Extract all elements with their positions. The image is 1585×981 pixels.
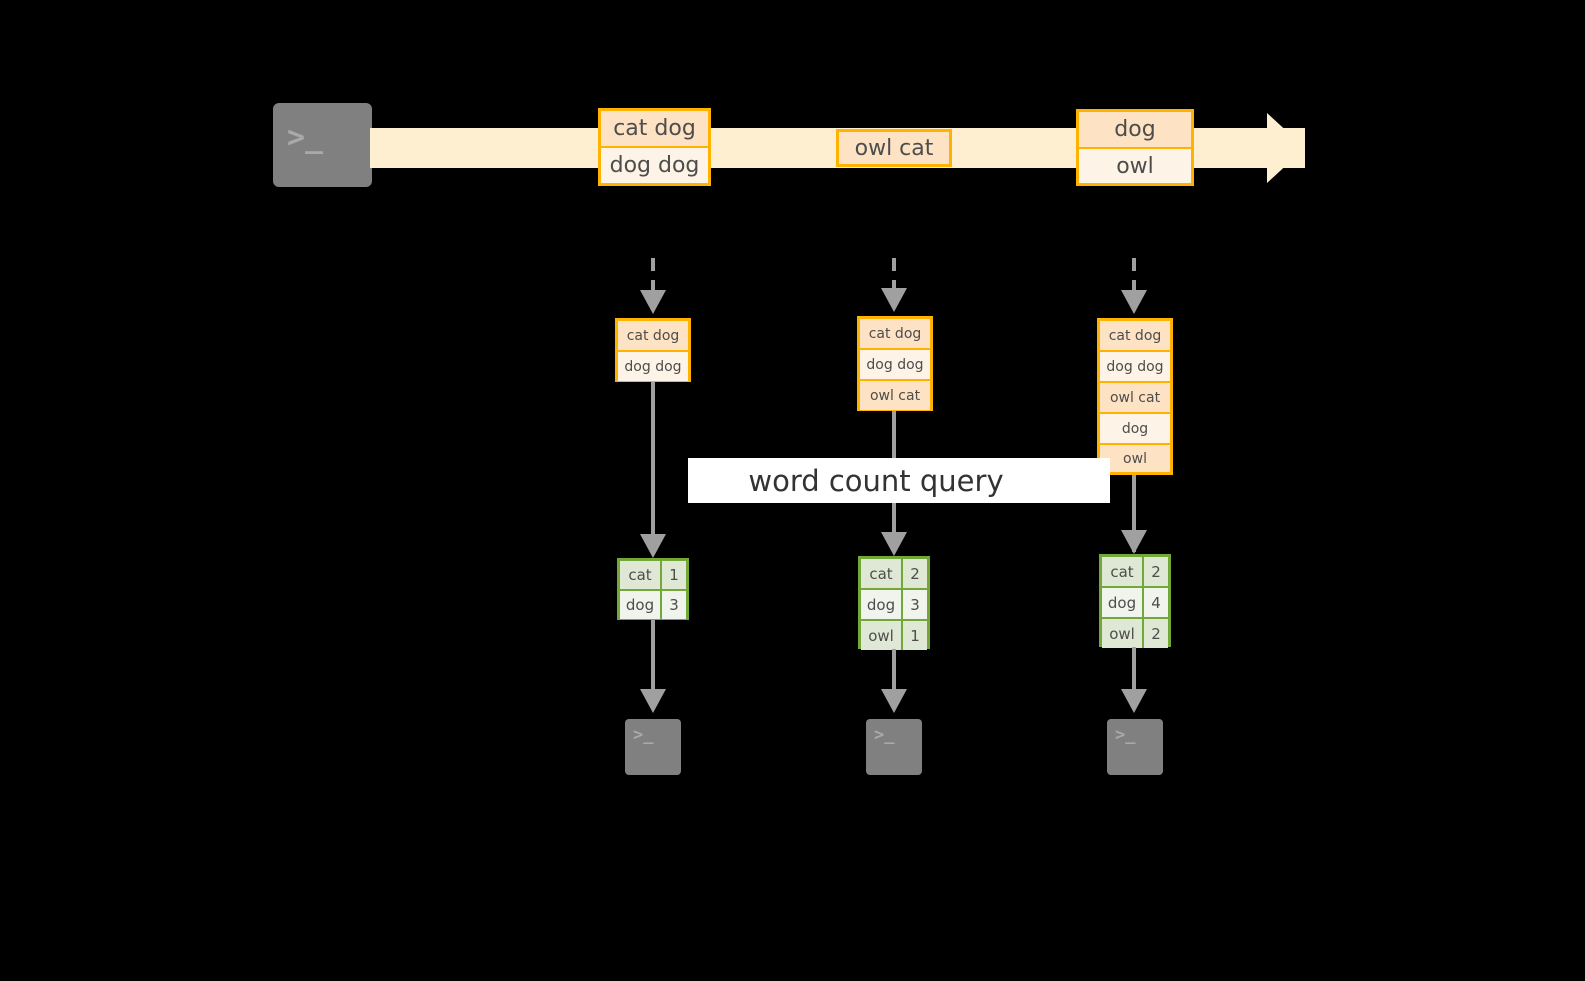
terminal-prompt-glyph: >_ bbox=[874, 725, 895, 745]
input-row: dog dog bbox=[618, 352, 688, 381]
trigger-3-sink-connector bbox=[1132, 647, 1136, 692]
input-row: cat dog bbox=[618, 321, 688, 352]
result-count-cell: 3 bbox=[662, 591, 686, 619]
trigger-3-result-table: cat 2 dog 4 owl 2 bbox=[1099, 554, 1171, 648]
query-banner-label: word count query bbox=[748, 463, 1004, 498]
stream-record: dog bbox=[1079, 112, 1191, 149]
input-row: owl cat bbox=[1100, 383, 1170, 414]
result-word-cell: dog bbox=[620, 591, 662, 619]
result-count-cell: 2 bbox=[903, 559, 927, 588]
input-row: owl bbox=[1100, 445, 1170, 472]
terminal-screen: >_ bbox=[1107, 719, 1163, 775]
trigger-3-input-arrowhead-icon bbox=[1121, 290, 1147, 314]
stream-record: owl bbox=[1079, 149, 1191, 183]
result-row: dog 4 bbox=[1102, 588, 1168, 619]
trigger-3-query-connector bbox=[1132, 475, 1136, 552]
result-count-cell: 3 bbox=[903, 590, 927, 619]
trigger-2-input-arrowhead-icon bbox=[881, 288, 907, 312]
trigger-3-input-connector bbox=[1132, 258, 1136, 300]
trigger-1-input-connector bbox=[651, 258, 655, 300]
stream-arrowhead-icon bbox=[1267, 113, 1305, 183]
trigger-2-query-arrowhead-icon bbox=[881, 532, 907, 556]
trigger-1-result-table: cat 1 dog 3 bbox=[617, 558, 689, 620]
trigger-1-sink-connector bbox=[651, 620, 655, 692]
input-row: dog bbox=[1100, 414, 1170, 445]
terminal-screen: >_ bbox=[273, 103, 372, 187]
result-count-cell: 2 bbox=[1144, 619, 1168, 648]
result-word-cell: dog bbox=[1102, 588, 1144, 617]
trigger-3-query-arrowhead-icon bbox=[1121, 530, 1147, 554]
stream-record: cat dog bbox=[601, 111, 708, 148]
trigger-1-input-arrowhead-icon bbox=[640, 290, 666, 314]
input-row: dog dog bbox=[1100, 352, 1170, 383]
trigger-1-sink-arrowhead-icon bbox=[640, 689, 666, 713]
terminal-screen: >_ bbox=[625, 719, 681, 775]
query-banner: word count query bbox=[688, 458, 1110, 503]
result-count-cell: 1 bbox=[903, 621, 927, 650]
result-row: dog 3 bbox=[861, 590, 927, 621]
trigger-1-query-arrowhead-icon bbox=[640, 534, 666, 558]
input-row: cat dog bbox=[1100, 321, 1170, 352]
input-row: owl cat bbox=[860, 381, 930, 410]
result-row: cat 2 bbox=[1102, 557, 1168, 588]
trigger-2-sink-terminal-icon: >_ bbox=[860, 713, 928, 781]
trigger-1-input-table: cat dog dog dog bbox=[615, 318, 691, 382]
input-row: cat dog bbox=[860, 319, 930, 350]
trigger-2-input-connector bbox=[892, 258, 896, 300]
trigger-1-sink-terminal-icon: >_ bbox=[619, 713, 687, 781]
stream-batch-3: dog owl bbox=[1076, 109, 1194, 186]
result-row: owl 1 bbox=[861, 621, 927, 650]
trigger-3-sink-arrowhead-icon bbox=[1121, 689, 1147, 713]
stream-record: dog dog bbox=[601, 148, 708, 183]
terminal-prompt-glyph: >_ bbox=[633, 725, 654, 745]
result-word-cell: cat bbox=[1102, 557, 1144, 586]
result-word-cell: dog bbox=[861, 590, 903, 619]
trigger-3-sink-terminal-icon: >_ bbox=[1101, 713, 1169, 781]
trigger-2-result-table: cat 2 dog 3 owl 1 bbox=[858, 556, 930, 650]
result-word-cell: owl bbox=[1102, 619, 1144, 648]
result-count-cell: 4 bbox=[1144, 588, 1168, 617]
terminal-prompt-glyph: >_ bbox=[287, 120, 324, 155]
result-count-cell: 2 bbox=[1144, 557, 1168, 586]
result-word-cell: cat bbox=[861, 559, 903, 588]
result-row: cat 2 bbox=[861, 559, 927, 590]
stream-record: owl cat bbox=[839, 132, 949, 164]
trigger-2-sink-arrowhead-icon bbox=[881, 689, 907, 713]
terminal-screen: >_ bbox=[866, 719, 922, 775]
result-word-cell: cat bbox=[620, 561, 662, 589]
trigger-2-sink-connector bbox=[892, 649, 896, 692]
result-row: owl 2 bbox=[1102, 619, 1168, 648]
stream-batch-2: owl cat bbox=[836, 129, 952, 167]
result-row: cat 1 bbox=[620, 561, 686, 591]
trigger-2-input-table: cat dog dog dog owl cat bbox=[857, 316, 933, 411]
trigger-3-input-table: cat dog dog dog owl cat dog owl bbox=[1097, 318, 1173, 475]
stream-batch-1: cat dog dog dog bbox=[598, 108, 711, 186]
result-count-cell: 1 bbox=[662, 561, 686, 589]
input-row: dog dog bbox=[860, 350, 930, 381]
result-word-cell: owl bbox=[861, 621, 903, 650]
result-row: dog 3 bbox=[620, 591, 686, 619]
trigger-1-query-connector bbox=[651, 382, 655, 554]
terminal-prompt-glyph: >_ bbox=[1115, 725, 1136, 745]
source-terminal-icon: >_ bbox=[265, 95, 380, 195]
